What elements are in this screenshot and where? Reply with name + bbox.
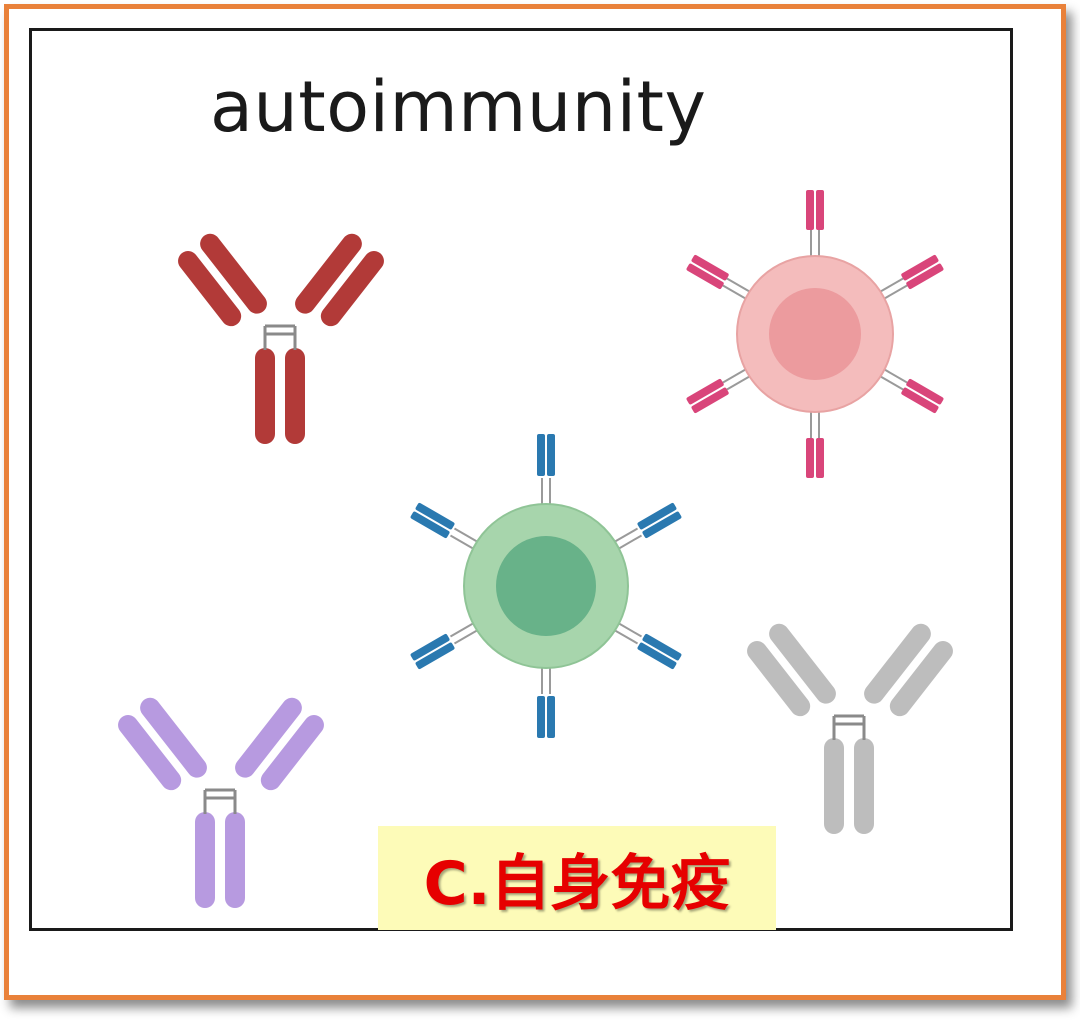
cell-green	[410, 434, 682, 738]
cell-pink	[686, 190, 944, 478]
answer-caption: C.自身免疫	[378, 826, 776, 930]
diagram-title: autoimmunity	[210, 66, 707, 148]
figure-panel	[29, 28, 1013, 931]
antibody-red	[172, 228, 390, 446]
antibody-gray	[741, 618, 959, 836]
antibody-purple	[112, 692, 330, 910]
